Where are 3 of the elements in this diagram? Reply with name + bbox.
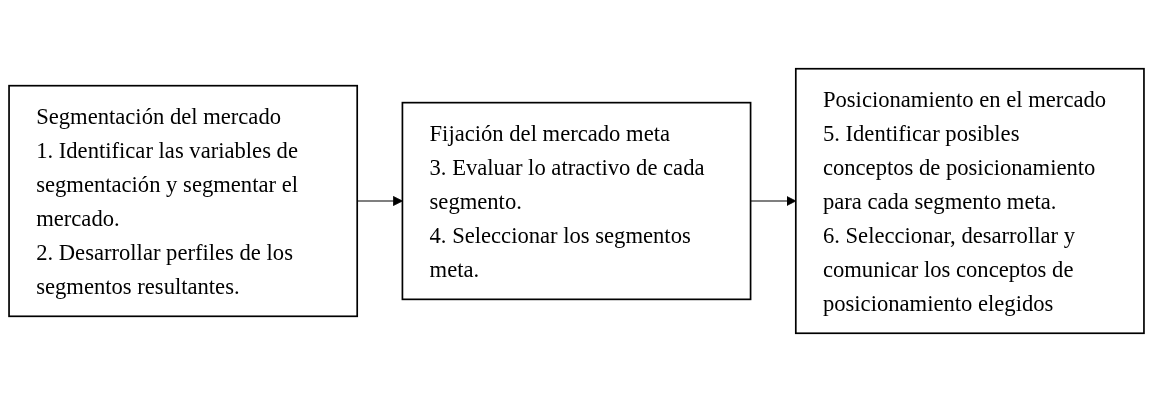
node-box: Posicionamiento en el mercado 5. Identificar posibles conceptos de posicionamiento para cada segmento meta. 6. Seleccionar, desarrollar y comunicar los conceptos de posicionamiento elegidos <box>794 67 1145 335</box>
node-box: Segmentación del mercado 1. Identificar las variables de segmentación y segmentar el mercado. 2. Desarrollar perfiles de los segmentos resultantes. <box>8 84 359 318</box>
node-box: Fijación del mercado meta 3. Evaluar lo atractivo de cada segmento. 4. Seleccionar los segmentos meta. <box>401 101 752 301</box>
